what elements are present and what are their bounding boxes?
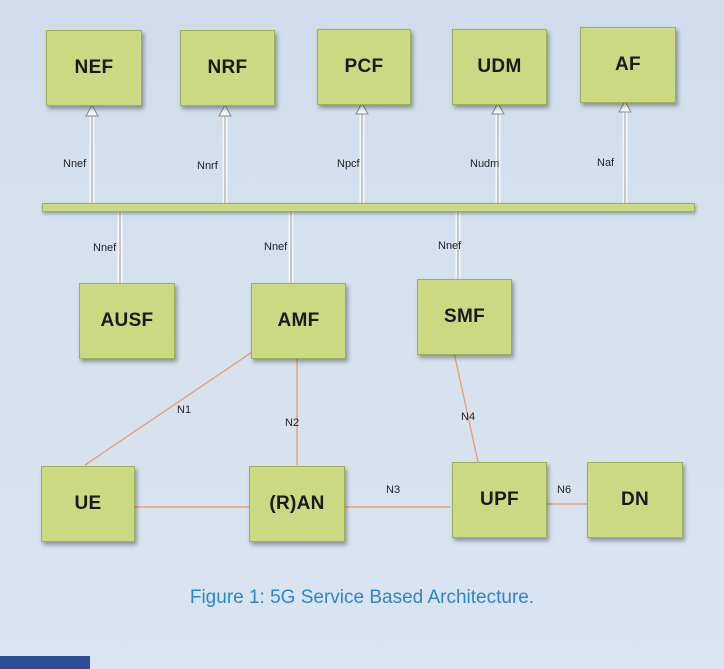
node-ue: UE — [41, 466, 135, 542]
node-nef: NEF — [46, 30, 142, 106]
label-nnrf: Nnrf — [197, 160, 218, 172]
arrow-pcf — [355, 101, 369, 203]
arrow-nrf — [218, 103, 232, 203]
arrow-af — [618, 99, 632, 203]
label-npcf: Npcf — [337, 158, 360, 170]
label-nnef-smf: Nnef — [438, 240, 462, 252]
figure-caption: Figure 1: 5G Service Based Architecture. — [189, 587, 535, 608]
node-dn: DN — [587, 462, 683, 538]
service-bus — [42, 203, 695, 212]
label-naf: Naf — [597, 157, 615, 169]
node-upf: UPF — [452, 462, 547, 538]
page-edge-bar — [0, 656, 90, 669]
label-n3: N3 — [386, 484, 401, 496]
label-n2: N2 — [285, 417, 300, 429]
node-smf: SMF — [417, 279, 512, 355]
arrow-nef — [85, 103, 99, 203]
label-n4: N4 — [461, 411, 476, 423]
node-amf: AMF — [251, 283, 346, 359]
label-nnef-ausf: Nnef — [93, 242, 117, 254]
node-udm: UDM — [452, 29, 547, 105]
node-ran: (R)AN — [249, 466, 345, 542]
label-nnef-top: Nnef — [63, 158, 87, 170]
label-n1: N1 — [177, 404, 192, 416]
node-pcf: PCF — [317, 29, 411, 105]
node-ausf: AUSF — [79, 283, 175, 359]
label-nudm: Nudm — [470, 158, 500, 170]
node-nrf: NRF — [180, 30, 275, 106]
arrow-udm — [491, 101, 505, 203]
link-n4 — [449, 333, 479, 463]
link-n1 — [84, 339, 271, 466]
node-af: AF — [580, 27, 676, 103]
label-nnef-amf: Nnef — [264, 241, 288, 253]
label-n6: N6 — [557, 484, 572, 496]
